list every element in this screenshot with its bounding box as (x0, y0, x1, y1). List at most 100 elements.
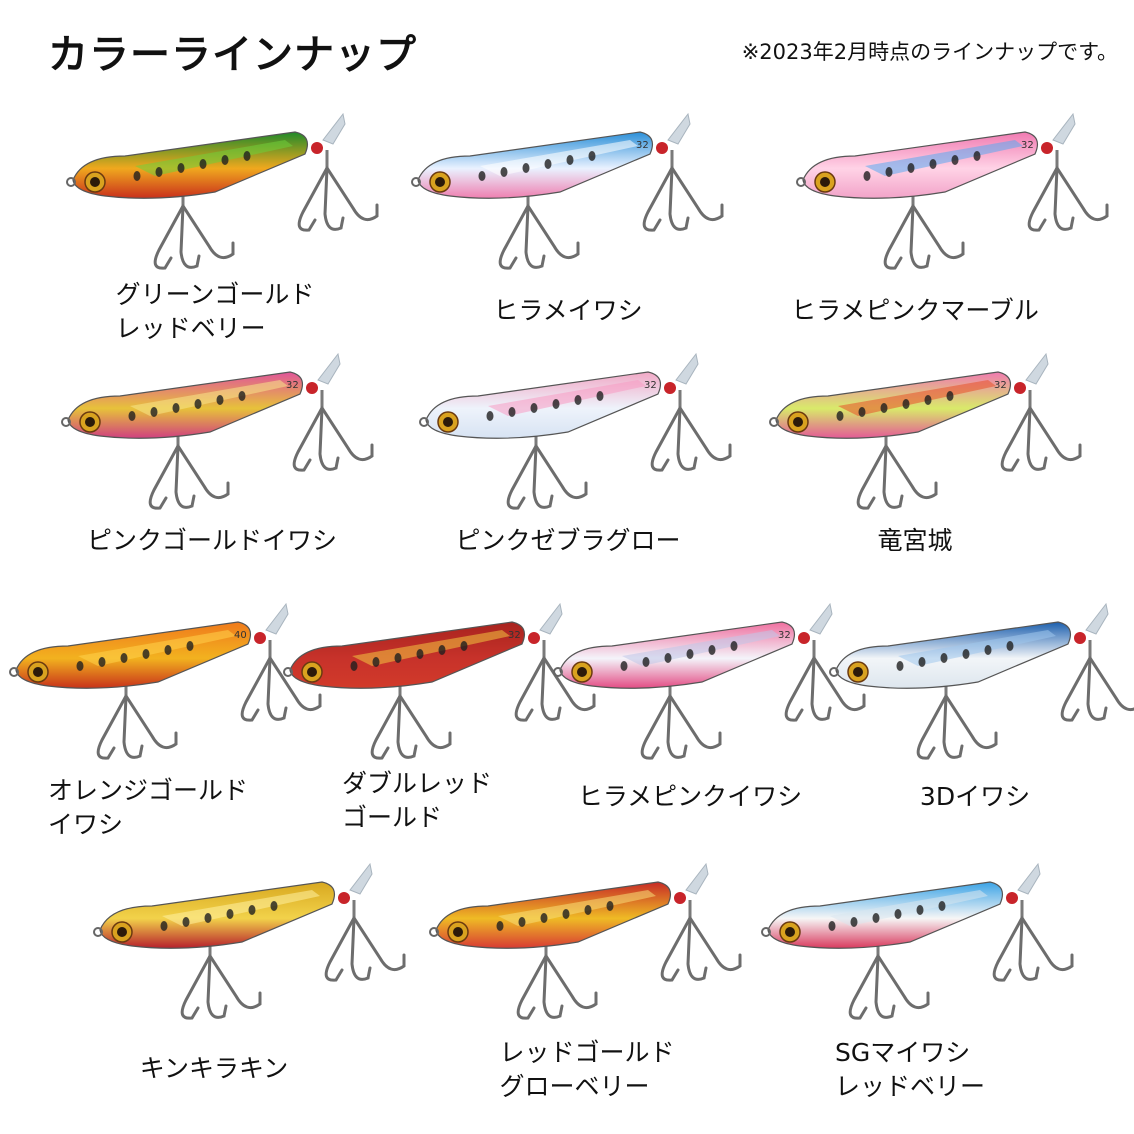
eye-icon (429, 171, 451, 193)
spot-mark (478, 171, 486, 181)
lure-highlight (162, 890, 320, 926)
treble-hook-icon (148, 428, 230, 510)
assist-hook-icon (784, 640, 866, 722)
assist-hook-icon (1060, 640, 1134, 722)
spot-mark (372, 657, 380, 667)
spot-mark (133, 171, 141, 181)
treble-hook-icon (516, 938, 598, 1020)
size-mark: 32 (778, 630, 791, 641)
line-eye-icon (553, 667, 563, 677)
spot-mark (496, 921, 504, 931)
color-label: SGマイワシレッドベリー (834, 1038, 986, 1101)
feather-icon (528, 602, 563, 644)
assist-hook-icon (650, 390, 732, 472)
spot-mark (858, 407, 866, 417)
spot-mark (730, 641, 738, 651)
spot-mark (885, 167, 893, 177)
assist-hook-icon (660, 900, 742, 982)
spot-mark (984, 645, 992, 655)
line-eye-icon (411, 177, 421, 187)
spot-mark (194, 399, 202, 409)
spot-mark (530, 403, 538, 413)
page-title: カラーラインナップ (48, 32, 417, 78)
spot-mark (836, 411, 844, 421)
eye-icon (447, 921, 469, 943)
color-label: グリーンゴールドレッドベリー (115, 280, 315, 343)
spot-mark (438, 645, 446, 655)
color-label: オレンジゴールドイワシ (48, 776, 249, 839)
color-label: ピンクゴールドイワシ (86, 526, 338, 555)
spot-mark (664, 653, 672, 663)
lure-image: 32 (796, 112, 1109, 270)
assist-hook-icon (240, 640, 322, 722)
spot-mark (1006, 641, 1014, 651)
lure-highlight (135, 140, 293, 176)
size-mark: 32 (286, 380, 299, 391)
spot-mark (150, 407, 158, 417)
treble-hook-icon (640, 678, 722, 760)
spot-mark (552, 399, 560, 409)
eye-icon (79, 411, 101, 433)
line-eye-icon (761, 927, 771, 937)
spot-mark (76, 661, 84, 671)
spot-mark (350, 661, 358, 671)
spot-mark (142, 649, 150, 659)
spot-mark (120, 653, 128, 663)
feather-icon (798, 602, 833, 644)
spot-mark (540, 913, 548, 923)
lure-image (829, 602, 1134, 760)
spot-mark (588, 151, 596, 161)
spot-mark (221, 155, 229, 165)
lure-image: 32 (283, 602, 596, 760)
spot-mark (902, 399, 910, 409)
spot-mark (182, 917, 190, 927)
lure-image: 32 (411, 112, 724, 270)
spot-mark (916, 905, 924, 915)
spot-mark (270, 901, 278, 911)
spot-mark (226, 909, 234, 919)
spot-mark (416, 649, 424, 659)
line-eye-icon (419, 417, 429, 427)
eye-icon (27, 661, 49, 683)
spot-mark (172, 403, 180, 413)
spot-mark (962, 649, 970, 659)
lure-highlight (838, 380, 996, 416)
color-label: 3Dイワシ (919, 782, 1031, 811)
feather-icon (1041, 112, 1076, 154)
spot-mark (518, 917, 526, 927)
assist-hook-icon (514, 640, 596, 722)
lure-highlight (130, 380, 288, 416)
spot-mark (500, 167, 508, 177)
spot-mark (894, 909, 902, 919)
lure-highlight (622, 630, 780, 666)
spot-mark (508, 407, 516, 417)
lure-highlight (898, 630, 1056, 666)
treble-hook-icon (370, 678, 452, 760)
spot-mark (606, 901, 614, 911)
color-label: ヒラメイワシ (493, 296, 643, 325)
feather-icon (1074, 602, 1109, 644)
spot-mark (164, 645, 172, 655)
spot-mark (584, 905, 592, 915)
spot-mark (98, 657, 106, 667)
spot-mark (186, 641, 194, 651)
feather-icon (1006, 862, 1041, 904)
lure-highlight (865, 140, 1023, 176)
line-eye-icon (66, 177, 76, 187)
assist-hook-icon (292, 390, 374, 472)
spot-mark (243, 151, 251, 161)
spot-mark (574, 395, 582, 405)
lure-highlight (78, 630, 236, 666)
size-mark: 32 (1021, 140, 1034, 151)
spot-mark (872, 913, 880, 923)
spot-mark (596, 391, 604, 401)
line-eye-icon (61, 417, 71, 427)
feather-icon (1014, 352, 1049, 394)
color-label: ヒラメピンクマーブル (791, 296, 1039, 325)
color-label: ピンクゼブラグロー (455, 526, 681, 555)
spot-mark (686, 649, 694, 659)
eye-icon (301, 661, 323, 683)
size-mark: 32 (508, 630, 521, 641)
lure-highlight (488, 380, 646, 416)
spot-mark (155, 167, 163, 177)
